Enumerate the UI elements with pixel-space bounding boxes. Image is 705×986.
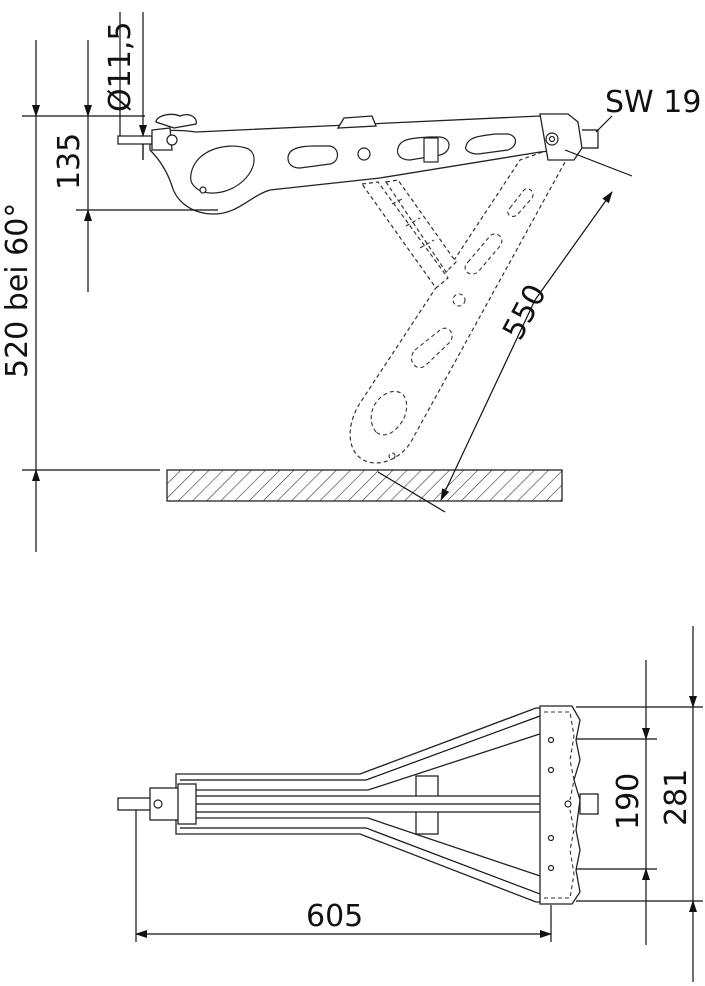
length-605-label: 605 xyxy=(306,899,363,934)
top-view: 605 190 281 xyxy=(117,626,703,982)
scissor-links xyxy=(360,179,457,289)
side-dimensions xyxy=(22,12,633,552)
wrench-size-label: SW 19 xyxy=(605,85,701,120)
diagonal-550-label: 550 xyxy=(496,279,554,346)
v-frame xyxy=(175,707,553,791)
head-plate xyxy=(539,705,581,905)
top-dimensions xyxy=(135,626,703,982)
offset-135-label: 135 xyxy=(52,133,87,190)
diameter-label: Ø11,5 xyxy=(103,22,138,112)
width-190-label: 190 xyxy=(611,773,646,830)
height-dimension-label: 520 bei 60° xyxy=(0,203,35,378)
width-281-label: 281 xyxy=(659,769,694,826)
main-arm xyxy=(117,113,599,215)
side-view: 520 bei 60° 135 Ø11,5 SW 19 550 xyxy=(0,12,701,552)
support-arm xyxy=(349,149,566,464)
ground-plate xyxy=(166,469,563,502)
